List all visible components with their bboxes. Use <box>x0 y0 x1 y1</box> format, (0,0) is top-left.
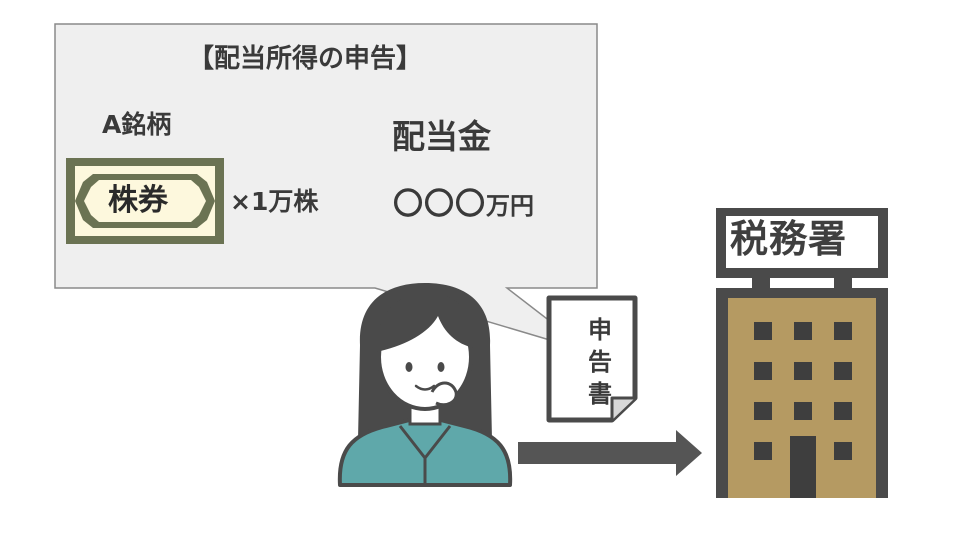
share-count: ×1万株 <box>230 187 319 216</box>
dividend-amount-placeholder: 〇〇〇 <box>393 187 486 222</box>
document-char: 書 <box>588 380 612 408</box>
person-icon <box>337 283 513 487</box>
document-icon <box>546 295 638 423</box>
arrow-right-icon <box>518 430 702 476</box>
tax-office-sign: 税務署 <box>730 217 848 261</box>
bubble-title: 【配当所得の申告】 <box>188 44 423 74</box>
stock-name: A銘柄 <box>102 110 172 139</box>
certificate-icon <box>66 158 224 244</box>
certificate-label: 株券 <box>108 183 168 218</box>
dividend-amount: 〇〇〇万円 <box>393 190 534 220</box>
dividend-amount-unit: 万円 <box>486 192 534 220</box>
document-char: 告 <box>588 348 612 376</box>
document-char: 申 <box>588 316 612 344</box>
building-icon <box>716 208 888 498</box>
dividend-label: 配当金 <box>392 117 491 156</box>
